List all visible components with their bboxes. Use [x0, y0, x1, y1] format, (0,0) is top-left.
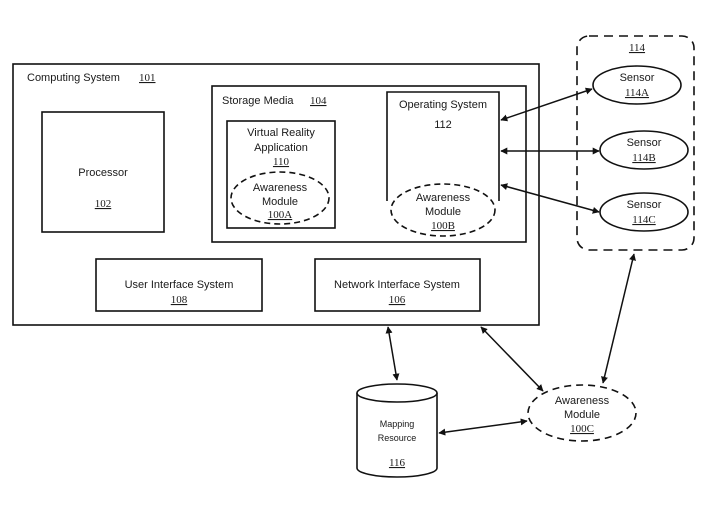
sensor-114c [599, 192, 689, 232]
awareness-module-b [390, 183, 496, 237]
processor-ref: 102 [95, 198, 112, 210]
awareness-module-a-line2: Module [262, 196, 298, 208]
awareness-module-b-line2: Module [425, 206, 461, 218]
sensor-114b-ref: 114B [632, 152, 655, 164]
sensor-114c-label: Sensor [627, 199, 662, 211]
mapping-resource [356, 383, 438, 478]
network-interface-system-ref: 106 [389, 294, 406, 306]
operating-system-box [386, 91, 500, 201]
processor-label: Processor [78, 167, 128, 179]
processor-box [41, 111, 165, 233]
storage-media-ref: 104 [310, 95, 327, 107]
awareness-module-b-line1: Awareness [416, 192, 471, 204]
vr-application-box [226, 120, 336, 229]
awareness-module-b-ref: 100B [431, 220, 455, 232]
computing-system-ref: 101 [139, 72, 156, 84]
mapping-resource-line2: Resource [378, 433, 417, 443]
mapping-resource-line1: Mapping [380, 419, 415, 429]
computing-system-label: Computing System [27, 72, 120, 84]
mapping-resource-ref: 116 [389, 457, 406, 469]
sensor-114c-ref: 114C [632, 214, 655, 226]
vr-application-line2: Application [254, 142, 308, 154]
awareness-module-c [527, 384, 637, 442]
user-interface-system-box [95, 258, 263, 312]
user-interface-system-ref: 108 [171, 294, 188, 306]
arrow-system-awareness-c [480, 326, 544, 392]
storage-media-label: Storage Media [222, 95, 294, 107]
network-interface-system-label: Network Interface System [334, 279, 460, 291]
arrow-os-sensor-114c [500, 183, 600, 214]
user-interface-system-label: User Interface System [125, 279, 234, 291]
sensor-114b-label: Sensor [627, 137, 662, 149]
vr-application-line1: Virtual Reality [247, 127, 315, 139]
awareness-module-c-ref: 100C [570, 423, 594, 435]
awareness-module-c-line1: Awareness [555, 395, 610, 407]
awareness-module-a [230, 171, 330, 225]
awareness-module-a-ref: 100A [268, 209, 293, 221]
arrow-sensors-awareness-c [601, 253, 636, 384]
sensor-114a-ref: 114A [625, 87, 649, 99]
arrow-system-mapping-resource [385, 326, 400, 381]
arrow-mapping-awareness-c [438, 418, 528, 436]
sensor-114a-label: Sensor [620, 72, 655, 84]
network-interface-system-box [314, 258, 481, 312]
operating-system-ref: 112 [434, 119, 452, 131]
sensor-group-box [576, 35, 695, 251]
sensor-114a [592, 65, 682, 105]
sensor-group-ref: 114 [629, 42, 646, 54]
awareness-module-a-line1: Awareness [253, 182, 308, 194]
arrow-os-sensor-114a [500, 87, 593, 122]
vr-application-ref: 110 [273, 156, 290, 168]
sensor-114b [599, 130, 689, 170]
awareness-module-c-line2: Module [564, 409, 600, 421]
storage-media-box [211, 85, 527, 243]
operating-system-label: Operating System [399, 99, 487, 111]
